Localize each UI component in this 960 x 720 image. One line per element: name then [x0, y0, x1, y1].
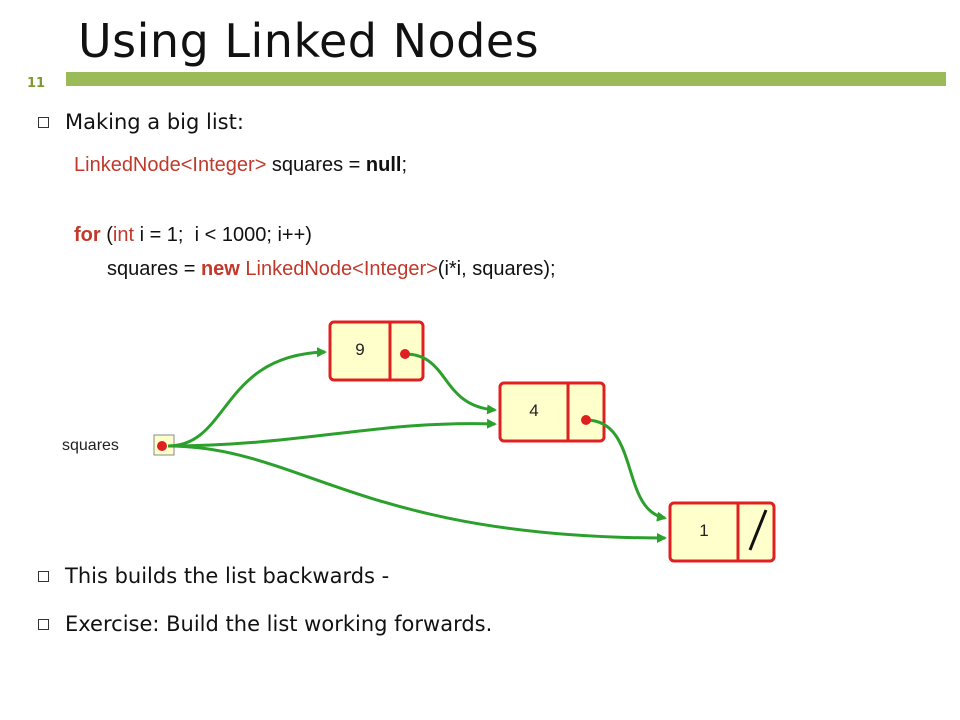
bullet-box-icon — [38, 570, 49, 582]
code-type: LinkedNode — [74, 154, 181, 176]
arrow-9-to-4 — [404, 352, 497, 415]
bullet-text: This builds the list backwards - — [65, 564, 390, 588]
slide-title: Using Linked Nodes — [78, 14, 540, 68]
code-text: (i*i, squares); — [437, 258, 556, 280]
slide-number: 11 — [14, 72, 58, 96]
code-text: ; — [401, 154, 407, 176]
bullet-item: This builds the list backwards - — [38, 564, 389, 588]
node-9-value: 9 — [355, 340, 365, 359]
code-text: i = 1; i < 1000; i++) — [134, 224, 312, 246]
node-4-value: 4 — [529, 401, 539, 420]
arrow-squares-to-9 — [167, 347, 327, 448]
bullet-item: Exercise: Build the list working forward… — [38, 612, 492, 636]
code-keyword-int: int — [112, 224, 135, 246]
arrow-squares-to-4 — [167, 418, 497, 448]
arrow-squares-to-1 — [167, 444, 667, 543]
code-keyword-null: null — [365, 154, 402, 176]
code-line-2: for (int i = 1; i < 1000; i++) — [74, 224, 312, 247]
code-generic: <Integer> — [352, 258, 438, 280]
pointer-dot — [400, 349, 410, 359]
code-keyword-for: for — [74, 224, 101, 246]
node-1-value: 1 — [699, 521, 709, 540]
code-text: squares = — [266, 154, 366, 176]
pointer-dot — [581, 415, 591, 425]
code-type: LinkedNode — [245, 258, 353, 280]
accent-bar — [66, 72, 946, 86]
code-line-3: squares = new LinkedNode<Integer>(i*i, s… — [107, 258, 556, 281]
pointer-dot — [157, 441, 167, 451]
arrow-4-to-1 — [585, 418, 667, 522]
node-4 — [498, 381, 606, 443]
code-keyword-new: new — [200, 258, 240, 280]
bullet-box-icon — [38, 618, 49, 630]
bullet-box-icon — [38, 116, 49, 128]
bullet-item: Making a big list: — [38, 110, 244, 134]
bullet-text: Exercise: Build the list working forward… — [65, 612, 493, 636]
null-pointer-slash — [748, 509, 768, 551]
node-1 — [668, 501, 776, 563]
code-line-1: LinkedNode<Integer> squares = null; — [74, 154, 407, 177]
node-9 — [328, 320, 425, 382]
code-generic: <Integer> — [180, 154, 267, 176]
bullet-text: Making a big list: — [65, 110, 244, 134]
code-text: ( — [100, 224, 113, 246]
code-text: squares = — [107, 258, 201, 280]
squares-variable-label: squares — [62, 437, 119, 454]
